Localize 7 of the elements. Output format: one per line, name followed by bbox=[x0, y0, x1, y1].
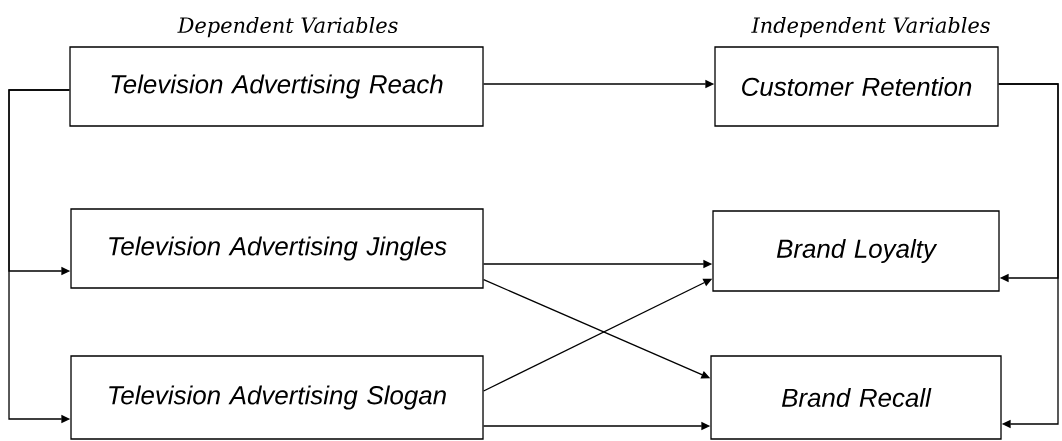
variable-box: Television Advertising Jingles bbox=[70, 208, 484, 289]
variable-box: Brand Recall bbox=[710, 355, 1002, 440]
variable-box: Television Advertising Slogan bbox=[70, 355, 484, 440]
variable-box: Television Advertising Reach bbox=[69, 46, 484, 127]
variable-box: Customer Retention bbox=[714, 46, 999, 127]
arrow bbox=[998, 83, 1059, 429]
variable-box: Brand Loyalty bbox=[712, 210, 1000, 292]
